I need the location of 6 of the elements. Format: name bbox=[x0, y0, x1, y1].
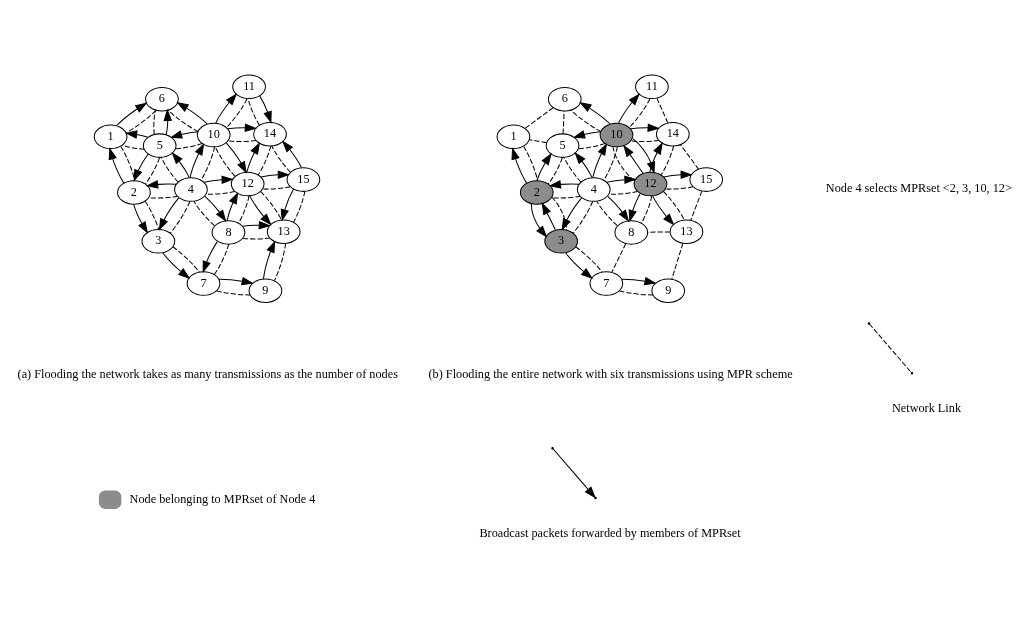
label: (a) Flooding the network takes as many transmissions as the number of nodes bbox=[17, 366, 398, 381]
label: (b) Flooding the entire network with six transmissions using MPR scheme bbox=[428, 366, 793, 381]
legend-label: Broadcast packets forwarded by members of MPRset bbox=[479, 525, 741, 540]
legend-label: Node belonging to MPRset of Node 4 bbox=[129, 491, 316, 506]
legend-label: Network Link bbox=[891, 400, 962, 415]
label: Node 4 selects MPRset <2, 3, 10, 12> bbox=[825, 180, 1012, 195]
